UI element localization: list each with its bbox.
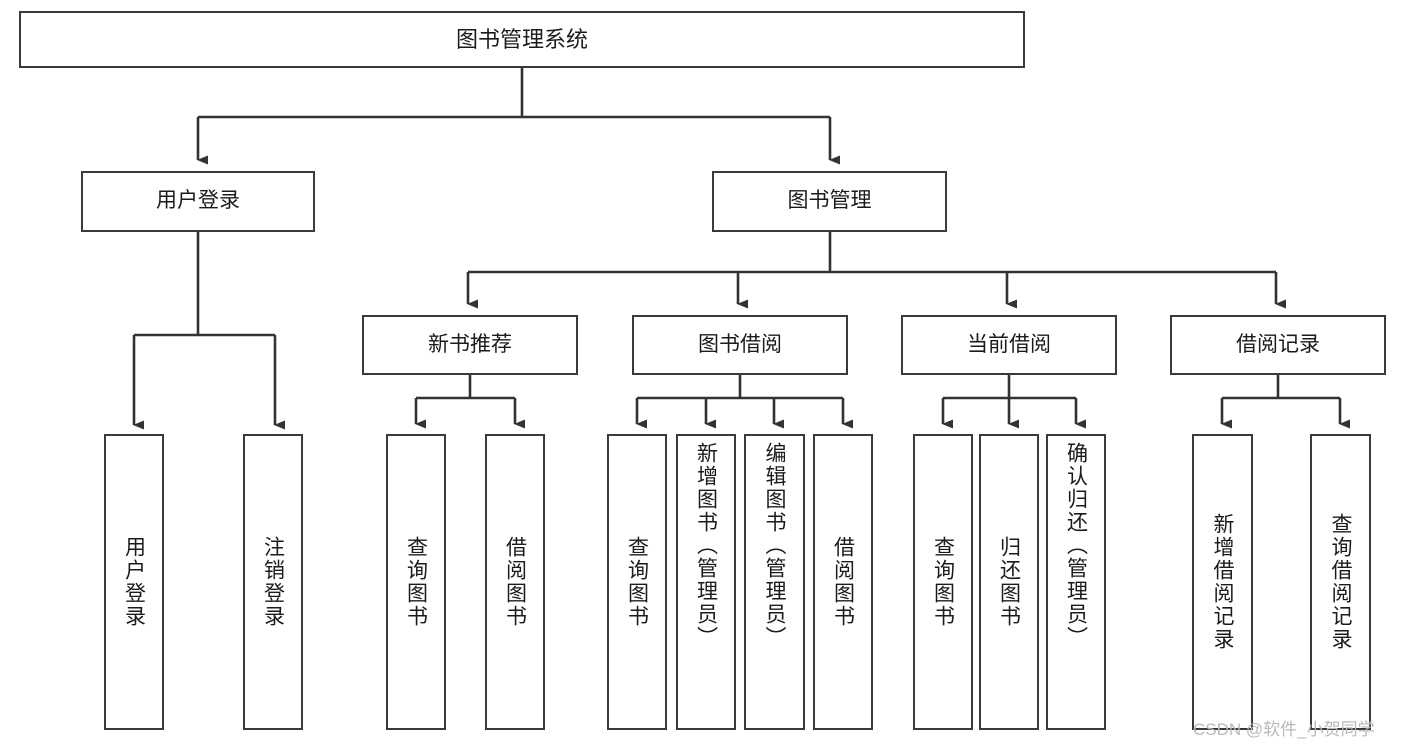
node-book-borrow-label: 图书借阅: [698, 332, 782, 356]
node-leaf-logout-label: 注销登录: [261, 536, 285, 628]
node-new-book-rec-label: 新书推荐: [428, 332, 512, 356]
node-leaf-edit-book[interactable]: 编辑图书（管理员）: [744, 434, 805, 730]
node-leaf-edit-book-label: 编辑图书（管理员）: [763, 442, 786, 649]
node-leaf-query-record-label: 查询借阅记录: [1329, 513, 1352, 651]
node-leaf-query-record[interactable]: 查询借阅记录: [1310, 434, 1371, 730]
node-book-borrow[interactable]: 图书借阅: [632, 315, 848, 375]
node-leaf-query-book-2[interactable]: 查询图书: [607, 434, 667, 730]
node-leaf-add-book-label: 新增图书（管理员）: [694, 442, 718, 649]
node-leaf-borrow-book-1-label: 借阅图书: [503, 536, 527, 628]
node-leaf-user-login[interactable]: 用户登录: [104, 434, 164, 730]
node-leaf-query-book-3-label: 查询图书: [931, 536, 955, 628]
node-root-label: 图书管理系统: [455, 26, 588, 52]
node-borrow-record-label: 借阅记录: [1236, 332, 1320, 356]
node-leaf-query-book-1[interactable]: 查询图书: [386, 434, 446, 730]
node-leaf-borrow-book-1[interactable]: 借阅图书: [485, 434, 545, 730]
node-leaf-confirm-return[interactable]: 确认归还（管理员）: [1046, 434, 1106, 730]
node-leaf-return-book[interactable]: 归还图书: [979, 434, 1039, 730]
node-leaf-user-login-label: 用户登录: [122, 536, 146, 628]
node-user-login[interactable]: 用户登录: [81, 171, 315, 232]
node-current-borrow-label: 当前借阅: [967, 332, 1051, 356]
node-leaf-borrow-book-2-label: 借阅图书: [831, 536, 855, 628]
node-leaf-confirm-return-label: 确认归还（管理员）: [1064, 442, 1088, 649]
node-book-manage-label: 图书管理: [787, 189, 872, 213]
node-leaf-query-book-3[interactable]: 查询图书: [913, 434, 973, 730]
node-current-borrow[interactable]: 当前借阅: [901, 315, 1117, 375]
node-user-login-label: 用户登录: [156, 189, 240, 213]
node-leaf-query-book-2-label: 查询图书: [625, 536, 649, 628]
node-book-manage[interactable]: 图书管理: [712, 171, 947, 232]
node-leaf-add-record[interactable]: 新增借阅记录: [1192, 434, 1253, 730]
node-leaf-add-record-label: 新增借阅记录: [1211, 513, 1234, 651]
node-leaf-logout[interactable]: 注销登录: [243, 434, 303, 730]
node-leaf-borrow-book-2[interactable]: 借阅图书: [813, 434, 873, 730]
watermark: CSDN @软件_小贺同学: [1193, 720, 1375, 739]
node-root[interactable]: 图书管理系统: [19, 11, 1025, 68]
node-leaf-query-book-1-label: 查询图书: [404, 536, 428, 628]
node-leaf-add-book[interactable]: 新增图书（管理员）: [676, 434, 736, 730]
node-leaf-return-book-label: 归还图书: [997, 536, 1021, 628]
node-new-book-rec[interactable]: 新书推荐: [362, 315, 578, 375]
node-borrow-record[interactable]: 借阅记录: [1170, 315, 1386, 375]
